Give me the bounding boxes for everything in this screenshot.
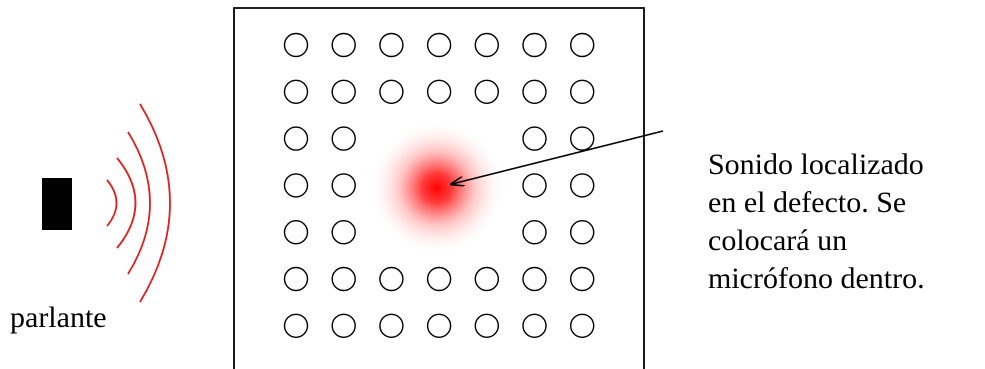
crystal-hole [570,266,595,292]
crystal-hole [570,219,595,245]
crystal-hole [426,32,452,58]
crystal-hole [283,32,309,58]
defect-sound-glow [369,120,505,256]
annotation-arrow [452,130,664,184]
crystal-hole [522,173,547,198]
speaker-label: parlante [10,301,107,334]
annotation-line-4: micrófono dentro. [708,262,925,295]
crystal-hole [283,313,309,338]
crystal-hole [522,219,547,245]
crystal-hole [474,313,499,338]
crystal-hole [331,126,356,151]
crystal-hole [379,79,404,105]
annotation-line-1: Sonido localizado [708,148,924,181]
defect-annotation: Sonido localizado en el defecto. Se colo… [708,146,985,298]
crystal-boundary [233,7,645,369]
crystal-hole [522,32,547,58]
crystal-hole [331,266,356,292]
crystal-hole [570,32,595,58]
crystal-hole [522,266,547,292]
crystal-hole [331,313,356,338]
crystal-hole [283,79,309,105]
crystal-hole [331,79,356,105]
annotation-line-2: en el defecto. Se [708,186,907,219]
sound-wave-4 [139,103,171,303]
sound-wave-1 [106,179,118,227]
hole-lattice [283,32,595,338]
crystal-hole [570,126,595,151]
crystal-hole [522,126,547,151]
crystal-hole [474,266,499,292]
crystal-hole [426,79,452,105]
crystal-hole [283,266,309,292]
crystal-hole [331,219,356,245]
sound-wave-3 [127,131,151,275]
crystal-hole [570,173,595,198]
crystal-hole [522,79,547,105]
crystal-hole [474,79,499,105]
crystal-hole [379,32,404,58]
crystal-hole [283,126,309,151]
crystal-hole [331,32,356,58]
crystal-hole [474,32,499,58]
crystal-hole [331,173,356,198]
crystal-hole [570,313,595,338]
sound-wave-2 [116,157,137,249]
crystal-hole [426,313,452,338]
sound-waves-icon [106,103,171,303]
crystal-hole [283,173,309,198]
crystal-hole [379,313,404,338]
annotation-line-3: colocará un [708,224,848,257]
crystal-hole [426,266,452,292]
crystal-hole [379,266,404,292]
crystal-hole [522,313,547,338]
crystal-hole [570,79,595,105]
speaker-icon [42,178,72,230]
crystal-hole [283,219,309,245]
